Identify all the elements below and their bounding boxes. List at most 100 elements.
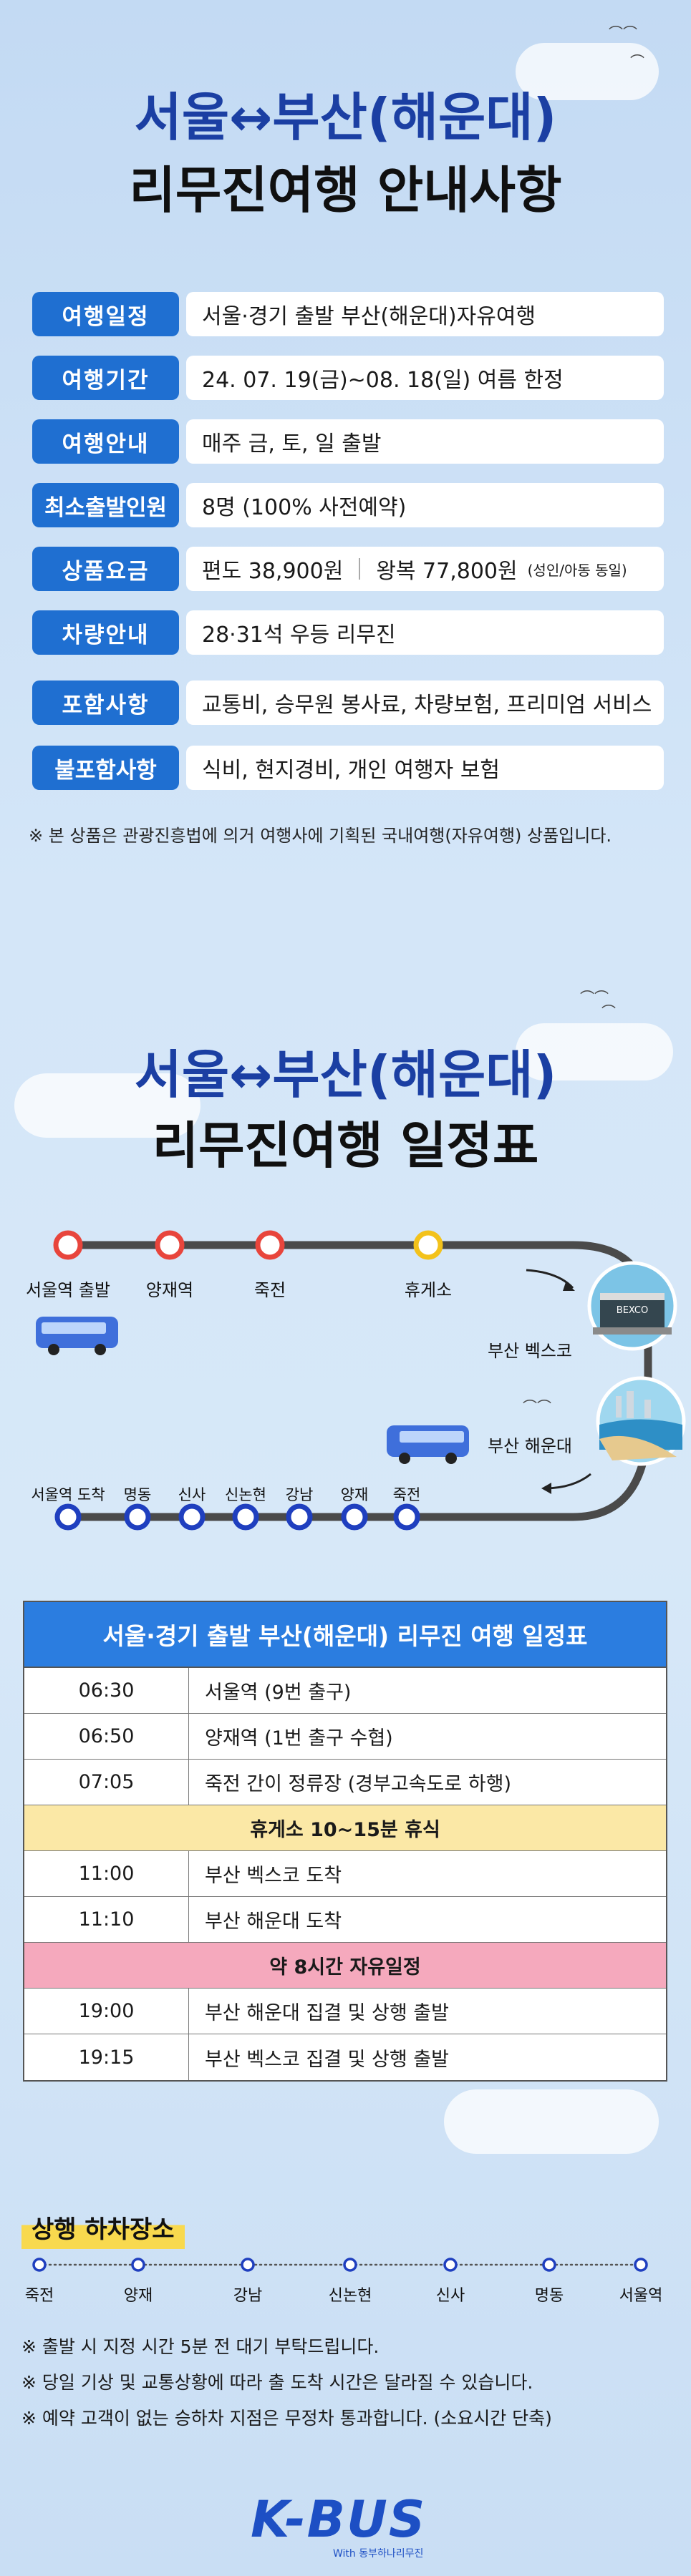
return-stop-marker bbox=[131, 2258, 145, 2272]
bird-icon: ⌒ bbox=[630, 53, 644, 70]
return-stop-marker bbox=[32, 2258, 47, 2272]
stop-label: 명동 bbox=[123, 1486, 152, 1503]
bird-icon: ⌒⌒ bbox=[580, 989, 609, 1006]
info-label: 여행안내 bbox=[32, 419, 179, 464]
info-value: 편도 38,900원 왕복 77,800원 (성인/아동 동일) bbox=[186, 547, 664, 591]
section1-title-line2: 리무진여행 안내사항 bbox=[129, 161, 562, 220]
info-value: 교통비, 승무원 봉사료, 차량보험, 프리미엄 서비스 bbox=[186, 680, 664, 725]
return-stop-marker bbox=[443, 2258, 458, 2272]
footnote: ※ 당일 기상 및 교통상황에 따라 출 도착 시간은 달라질 수 있습니다. bbox=[21, 2372, 533, 2393]
table-row: 07:05 죽전 간이 정류장 (경부고속도로 하행) bbox=[24, 1760, 666, 1805]
bus-icon bbox=[387, 1425, 469, 1464]
info-value: 서울·경기 출발 부산(해운대)자유여행 bbox=[186, 292, 664, 336]
section2-title-line2: 리무진여행 일정표 bbox=[152, 1116, 539, 1175]
info-row-included: 포함사항 교통비, 승무원 봉사료, 차량보험, 프리미엄 서비스 bbox=[32, 680, 664, 725]
time-cell: 11:10 bbox=[24, 1897, 189, 1942]
stop-label: 양재역 bbox=[145, 1280, 194, 1300]
stop-label: 서울역 출발 bbox=[25, 1280, 111, 1300]
time-cell: 19:00 bbox=[24, 1989, 189, 2034]
stop-label: 양재 bbox=[340, 1486, 369, 1503]
stop-label: 죽전 bbox=[392, 1486, 421, 1503]
return-stop-marker bbox=[542, 2258, 556, 2272]
time-cell: 19:15 bbox=[24, 2034, 189, 2080]
stop-marker-seoul-arrival bbox=[54, 1503, 82, 1531]
info-row-price: 상품요금 편도 38,900원 왕복 77,800원 (성인/아동 동일) bbox=[32, 547, 664, 591]
info-label: 포함사항 bbox=[32, 680, 179, 725]
stop-label: 서울역 도착 bbox=[31, 1486, 105, 1503]
stop-marker-gangnam bbox=[286, 1503, 313, 1531]
arrow-icon bbox=[526, 1269, 574, 1289]
table-row: 06:30 서울역 (9번 출구) bbox=[24, 1668, 666, 1714]
return-stop-label: 양재 bbox=[123, 2287, 153, 2305]
stop-label: 신논현 bbox=[225, 1486, 266, 1503]
stop-marker-seoul-station bbox=[53, 1230, 83, 1260]
info-row-vehicle: 차량안내 28·31석 우등 리무진 bbox=[32, 610, 664, 655]
section1-title-line1: 서울↔부산(해운대) bbox=[134, 87, 557, 147]
price-note: (성인/아동 동일) bbox=[527, 561, 627, 579]
table-row: 19:00 부산 해운대 집결 및 상행 출발 bbox=[24, 1989, 666, 2034]
table-row: 19:15 부산 벡스코 집결 및 상행 출발 bbox=[24, 2034, 666, 2080]
divider bbox=[359, 558, 361, 580]
info-value: 식비, 현지경비, 개인 여행자 보험 bbox=[186, 746, 664, 790]
stop-label: 강남 bbox=[285, 1486, 314, 1503]
stop-marker-jukjeon-in bbox=[393, 1503, 420, 1531]
stop-marker-yangjae bbox=[155, 1230, 185, 1260]
bird-icon: ⌒⌒ bbox=[523, 1398, 551, 1415]
cloud-decoration bbox=[444, 2089, 659, 2154]
info-label: 불포함사항 bbox=[32, 746, 179, 790]
time-cell: 11:00 bbox=[24, 1851, 189, 1896]
desc-cell: 죽전 간이 정류장 (경부고속도로 하행) bbox=[205, 1773, 511, 1795]
return-stop-label: 명동 bbox=[534, 2287, 564, 2305]
stop-marker-jukjeon bbox=[255, 1230, 285, 1260]
table-row: 06:50 양재역 (1번 출구 수협) bbox=[24, 1714, 666, 1760]
desc-cell: 부산 해운대 집결 및 상행 출발 bbox=[205, 2002, 449, 2024]
info-label: 상품요금 bbox=[32, 547, 179, 591]
price-one-way: 편도 38,900원 bbox=[202, 559, 344, 584]
rest-band: 휴게소 10~15분 휴식 bbox=[24, 1805, 666, 1851]
info-row-period: 여행기간 24. 07. 19(금)~08. 18(일) 여름 한정 bbox=[32, 356, 664, 400]
return-stop-marker bbox=[241, 2258, 255, 2272]
table-row: 11:00 부산 벡스코 도착 bbox=[24, 1851, 666, 1897]
schedule-table: 서울·경기 출발 부산(해운대) 리무진 여행 일정표 06:30 서울역 (9… bbox=[23, 1601, 667, 2082]
time-cell: 06:50 bbox=[24, 1714, 189, 1759]
arrow-head-icon bbox=[563, 1282, 575, 1291]
info-label: 여행기간 bbox=[32, 356, 179, 400]
info-label: 차량안내 bbox=[32, 610, 179, 655]
table-row: 11:10 부산 해운대 도착 bbox=[24, 1897, 666, 1943]
time-cell: 07:05 bbox=[24, 1760, 189, 1805]
desc-cell: 부산 해운대 도착 bbox=[205, 1911, 342, 1933]
info-row-excluded: 불포함사항 식비, 현지경비, 개인 여행자 보험 bbox=[32, 746, 664, 790]
stop-marker-yangjae-in bbox=[341, 1503, 368, 1531]
return-title: 상행 하차장소 bbox=[21, 2205, 185, 2249]
haeundae-photo bbox=[596, 1376, 686, 1466]
desc-cell: 부산 벡스코 집결 및 상행 출발 bbox=[205, 2048, 449, 2071]
stop-label: 신사 bbox=[178, 1486, 206, 1503]
stop-label: 휴게소 bbox=[404, 1280, 453, 1300]
stop-marker-rest-area bbox=[413, 1230, 443, 1260]
info-value: 8명 (100% 사전예약) bbox=[186, 483, 664, 527]
info-row-guide: 여행안내 매주 금, 토, 일 출발 bbox=[32, 419, 664, 464]
desc-cell: 양재역 (1번 출구 수협) bbox=[205, 1727, 393, 1750]
return-stop-label: 강남 bbox=[233, 2287, 263, 2305]
return-stop-label: 죽전 bbox=[24, 2287, 54, 2305]
return-stop-label: 신사 bbox=[435, 2287, 465, 2305]
cloud-decoration bbox=[516, 1023, 673, 1080]
cloud-decoration bbox=[14, 1073, 200, 1138]
info-label: 여행일정 bbox=[32, 292, 179, 336]
busan-stop-label: 부산 벡스코 bbox=[487, 1341, 573, 1361]
bird-icon: ⌒ bbox=[601, 1003, 616, 1020]
return-stop-marker bbox=[634, 2258, 648, 2272]
bus-icon bbox=[36, 1317, 118, 1355]
footnote: ※ 예약 고객이 없는 승하차 지점은 무정차 통과합니다. (소요시간 단축) bbox=[21, 2408, 552, 2429]
info-label: 최소출발인원 bbox=[32, 483, 179, 527]
busan-stop-label: 부산 해운대 bbox=[487, 1436, 573, 1456]
info-row-schedule: 여행일정 서울·경기 출발 부산(해운대)자유여행 bbox=[32, 292, 664, 336]
schedule-title: 서울·경기 출발 부산(해운대) 리무진 여행 일정표 bbox=[24, 1602, 666, 1668]
stop-marker-myeongdong bbox=[124, 1503, 151, 1531]
return-line bbox=[32, 2258, 648, 2272]
bird-icon: ⌒⌒ bbox=[609, 24, 637, 42]
time-cell: 06:30 bbox=[24, 1668, 189, 1713]
info-value: 매주 금, 토, 일 출발 bbox=[186, 419, 664, 464]
bexco-sign: BEXCO bbox=[617, 1305, 648, 1316]
